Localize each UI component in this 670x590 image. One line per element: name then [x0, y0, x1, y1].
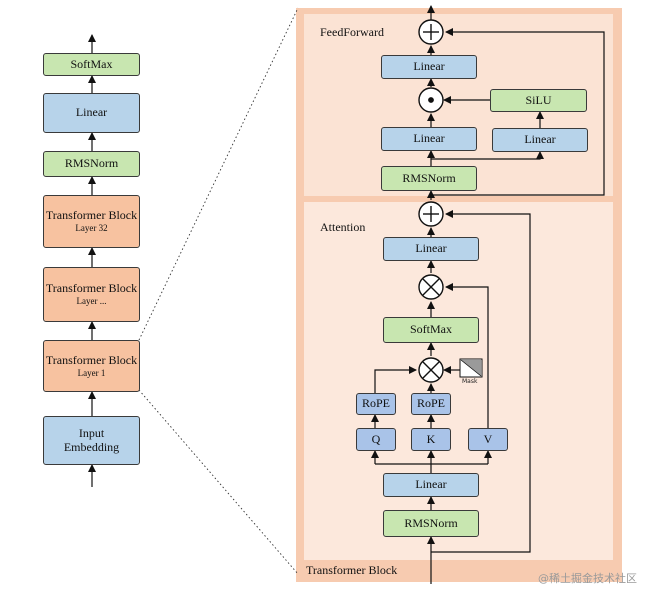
watermark: @稀土掘金技术社区: [538, 572, 637, 585]
ffn-hadamard-operator: [418, 87, 444, 113]
block-layer: Layer 1: [77, 367, 106, 378]
ffn-add-operator: [418, 19, 444, 45]
v-box: V: [468, 428, 508, 451]
input-embedding-box: Input Embedding: [43, 416, 140, 465]
rope-q-box: RoPE: [356, 393, 396, 415]
attention-softmax-box: SoftMax: [383, 317, 479, 343]
block-layer: Layer ...: [76, 296, 107, 307]
softmax-box: SoftMax: [43, 53, 140, 76]
feedforward-label: FeedForward: [320, 25, 384, 39]
rope-k-box: RoPE: [411, 393, 451, 415]
block-layer: Layer 32: [75, 223, 108, 234]
attention-linear-bottom: Linear: [383, 473, 479, 497]
transformer-block-layer-1: Transformer Block Layer 1: [43, 340, 140, 392]
block-title: Transformer Block: [45, 352, 138, 367]
ffn-linear-right: Linear: [492, 128, 588, 152]
attention-add-operator: [418, 201, 444, 227]
transformer-block-layer-32: Transformer Block Layer 32: [43, 195, 140, 248]
ffn-linear-top: Linear: [381, 55, 477, 79]
attention-region: [304, 202, 613, 560]
attention-rmsnorm-box: RMSNorm: [383, 510, 479, 537]
ffn-rmsnorm-box: RMSNorm: [381, 166, 477, 191]
block-title: Transformer Block: [45, 208, 138, 223]
attention-label: Attention: [320, 220, 366, 234]
k-box: K: [411, 428, 451, 451]
linear-box: Linear: [43, 93, 140, 133]
ffn-linear-left: Linear: [381, 127, 477, 151]
ffn-silu-box: SiLU: [490, 89, 587, 112]
transformer-block-layer-middle: Transformer Block Layer ...: [43, 267, 140, 322]
transformer-block-label: Transformer Block: [306, 563, 398, 577]
attention-linear-top: Linear: [383, 237, 479, 261]
rmsnorm-box: RMSNorm: [43, 151, 140, 177]
attention-score-multiply-operator: [418, 357, 444, 383]
q-box: Q: [356, 428, 396, 451]
attention-value-multiply-operator: [418, 274, 444, 300]
block-title: Transformer Block: [45, 281, 138, 296]
mask-icon: [459, 358, 483, 378]
mask-label: Mask: [462, 378, 478, 385]
